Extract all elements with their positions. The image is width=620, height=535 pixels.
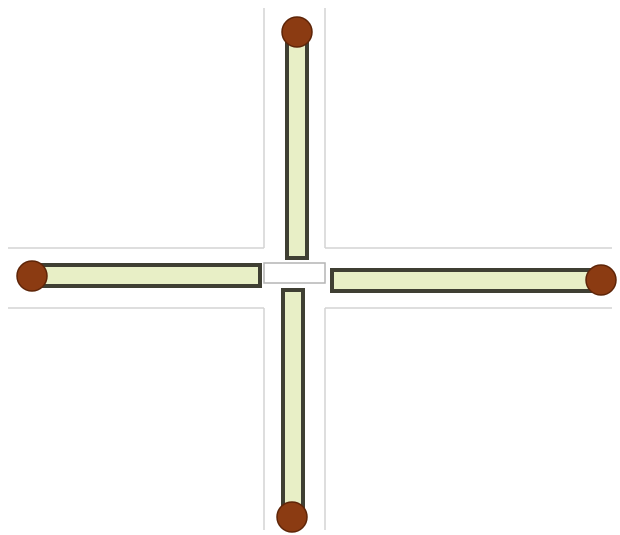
match-left-head (17, 261, 47, 291)
match-top-head (282, 17, 312, 47)
match-bottom[interactable] (277, 290, 307, 532)
match-left[interactable] (17, 261, 260, 291)
match-bottom-head (277, 502, 307, 532)
match-bottom-stick (283, 290, 303, 515)
match-right[interactable] (332, 265, 616, 295)
match-top[interactable] (282, 17, 312, 258)
match-right-stick (332, 270, 594, 291)
match-left-stick (40, 265, 260, 286)
match-top-stick (287, 36, 307, 258)
match-right-head (586, 265, 616, 295)
center-empty-slot (264, 263, 325, 283)
